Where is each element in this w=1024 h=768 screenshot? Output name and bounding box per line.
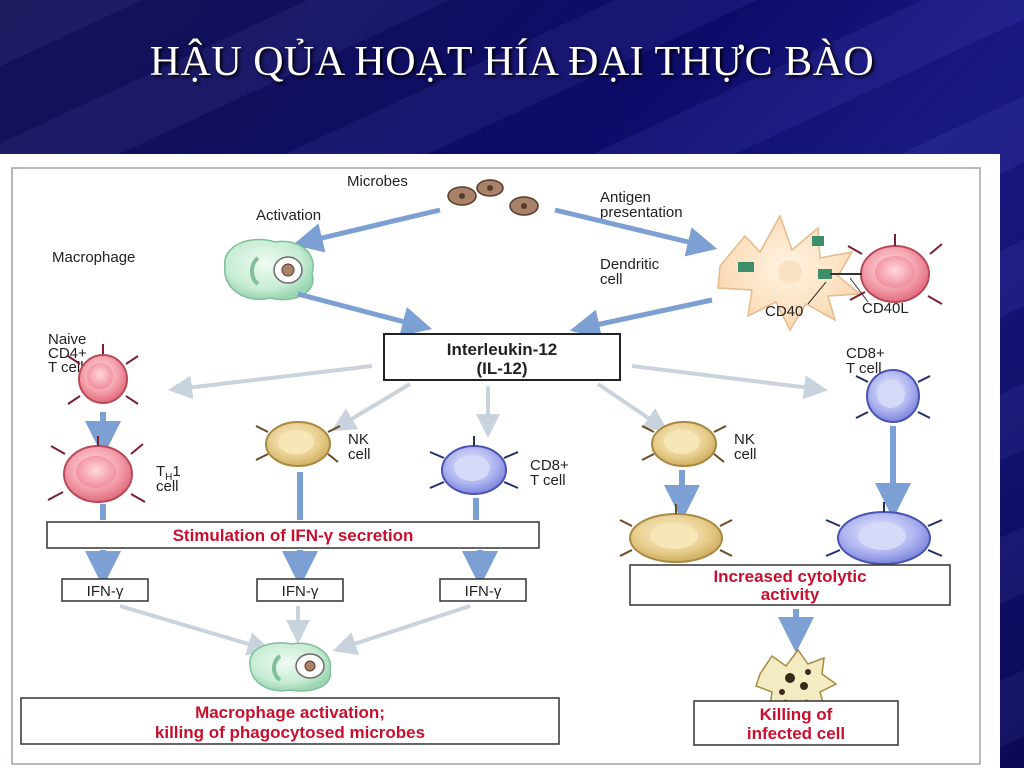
macrophage-activation-label-2: killing of phagocytosed microbes — [155, 723, 425, 742]
nk-cell-left-icon — [255, 421, 341, 467]
dendritic-label-2: cell — [600, 271, 623, 288]
nk-cell-right-icon — [641, 421, 727, 467]
arrow-il12-to-nk-right — [596, 382, 669, 432]
cd8-mid-label-1: CD8+ — [530, 457, 569, 474]
nk-right-label-2: cell — [734, 446, 757, 463]
cd4-t-cell-top-right-icon — [847, 234, 943, 305]
cytolytic-box — [629, 564, 951, 606]
infected-cell-icon — [755, 648, 838, 714]
arrow-macrophage-to-il12 — [297, 291, 433, 337]
stimulation-box — [46, 521, 540, 549]
arrow-dendritic-to-il12 — [569, 297, 713, 339]
ifn-label-1: IFN-γ — [87, 583, 124, 600]
th1-label-sub: H — [165, 472, 172, 483]
naive-label-2: CD4+ — [48, 345, 87, 362]
arrow-microbes-to-dendritic — [554, 207, 718, 257]
th1-label-num: 1 — [172, 463, 180, 480]
killing-box — [693, 700, 899, 746]
naive-label-1: Naive — [48, 331, 86, 348]
cd8-right-label-2: T cell — [846, 360, 882, 377]
il12-diagram: Microbes Activation Antigen presentation… — [11, 167, 981, 765]
macrophage-activation-box — [20, 697, 560, 745]
cd8-mid-label-2: T cell — [530, 472, 566, 489]
ifn-label-2: IFN-γ — [282, 583, 319, 600]
stimulation-label: Stimulation of IFN-γ secretion — [173, 526, 414, 545]
nk-right-label-1: NK — [734, 431, 755, 448]
killing-label-2: infected cell — [747, 724, 845, 743]
il12-box — [383, 333, 621, 381]
cd40-label: CD40 — [765, 303, 803, 320]
cd8-t-cell-activated-icon — [825, 502, 943, 565]
dendritic-label-1: Dendritic — [600, 256, 660, 273]
activation-label: Activation — [256, 207, 321, 224]
cytolytic-label-2: activity — [761, 585, 820, 604]
macrophage-label: Macrophage — [52, 249, 135, 266]
antigen-label-1: Antigen — [600, 189, 651, 206]
macrophage-icon — [224, 238, 314, 301]
nk-cell-activated-icon — [619, 504, 733, 563]
ifn-box-3 — [439, 578, 527, 602]
ifn-box-1 — [61, 578, 149, 602]
cytolytic-label-1: Increased cytolytic — [713, 567, 866, 586]
cd40l-pointer — [849, 277, 869, 303]
arrow-il12-to-cd8-right — [631, 364, 828, 400]
figure-frame — [11, 167, 981, 765]
arrow-il12-to-nk-left — [331, 382, 412, 432]
th1-label-2: cell — [156, 478, 179, 495]
arrow-il12-to-naive-cd4 — [168, 364, 373, 400]
th1-cell-icon — [47, 436, 146, 503]
il12-label-1: Interleukin-12 — [447, 340, 558, 359]
arrow-ifn1-to-macrophage — [119, 604, 272, 656]
macrophage-activation-label-1: Macrophage activation; — [195, 703, 385, 722]
ifn-label-3: IFN-γ — [465, 583, 502, 600]
microbe-icon — [447, 179, 539, 216]
killing-label-1: Killing of — [760, 705, 833, 724]
activated-macrophage-icon — [249, 642, 332, 692]
cd8-right-label-1: CD8+ — [846, 345, 885, 362]
naive-cd4-t-cell-icon — [67, 344, 139, 405]
antigen-label-2: presentation — [600, 204, 683, 221]
nk-left-label-2: cell — [348, 446, 371, 463]
th1-label-main: TH1 — [156, 463, 181, 483]
il12-label-2: (IL-12) — [477, 359, 528, 378]
microbes-label: Microbes — [347, 173, 408, 190]
nk-left-label-1: NK — [348, 431, 369, 448]
naive-label-3: T cell — [48, 359, 84, 376]
arrow-microbes-to-macrophage — [292, 207, 441, 253]
cd8-t-cell-right-icon — [855, 369, 931, 423]
th1-label-t: T — [156, 463, 165, 480]
cd8-t-cell-mid-icon — [429, 436, 519, 495]
ifn-box-2 — [256, 578, 344, 602]
dendritic-cell-icon — [717, 214, 862, 332]
arrow-ifn3-to-macrophage — [332, 604, 471, 656]
cd40l-label: CD40L — [862, 300, 909, 317]
slide-title: HẬU QỦA HOẠT HÍA ĐẠI THỰC BÀO — [149, 39, 875, 85]
cd40-pointer — [807, 281, 827, 305]
